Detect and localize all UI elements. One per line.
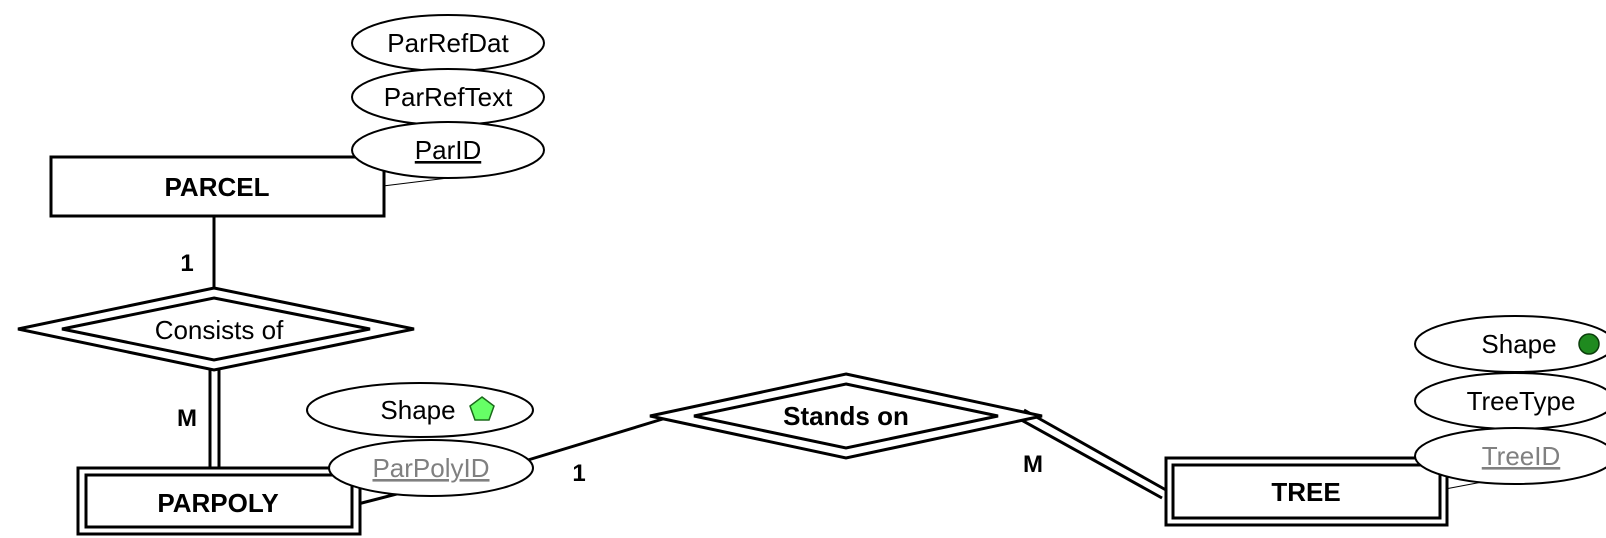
attribute-treetype-label: TreeType: [1467, 386, 1576, 416]
attribute-parpoly-shape[interactable]: Shape: [306, 382, 534, 438]
entity-tree-label: TREE: [1271, 477, 1340, 507]
relationship-stands-on-label: Stands on: [783, 401, 909, 431]
relationship-consists-of-label: Consists of: [155, 315, 284, 345]
line-parid-parcel: [382, 177, 449, 187]
attribute-treeid[interactable]: TreeID: [1414, 427, 1606, 485]
cardinality-parpoly-stands: 1: [572, 460, 585, 487]
circle-icon: [1578, 333, 1600, 355]
relationship-stands-on[interactable]: Stands on: [649, 372, 1043, 460]
line-parpoly-stands: [527, 416, 667, 462]
cardinality-parcel-consists: 1: [180, 250, 193, 277]
entity-parcel[interactable]: PARCEL: [49, 155, 386, 218]
attribute-tree-shape-label: Shape: [1481, 329, 1556, 359]
line-stands-tree-b: [1023, 408, 1167, 492]
attribute-treetype[interactable]: TreeType: [1414, 372, 1606, 430]
attribute-parrefdat[interactable]: ParRefDat: [351, 14, 545, 72]
attribute-parpolyid-label: ParPolyID: [372, 453, 489, 483]
connectors: [208, 177, 1515, 508]
attribute-parid[interactable]: ParID: [351, 121, 545, 179]
cardinality-parpoly-consists: M: [177, 405, 197, 432]
line-stands-tree-a: [1015, 415, 1163, 500]
attribute-parpolyid[interactable]: ParPolyID: [328, 439, 534, 497]
attribute-tree-shape[interactable]: Shape: [1414, 315, 1606, 373]
attribute-parpoly-shape-label: Shape: [380, 395, 455, 425]
entity-tree[interactable]: TREE: [1164, 456, 1449, 527]
attribute-parrefdat-label: ParRefDat: [387, 28, 509, 58]
entity-parcel-label: PARCEL: [165, 172, 270, 202]
attribute-parreftext-label: ParRefText: [384, 82, 513, 112]
entity-parpoly[interactable]: PARPOLY: [76, 466, 362, 536]
attribute-treeid-label: TreeID: [1482, 441, 1561, 471]
attribute-parid-label: ParID: [415, 135, 481, 165]
pentagon-icon: [469, 396, 495, 421]
entity-parpoly-label: PARPOLY: [157, 488, 278, 518]
relationship-consists-of[interactable]: Consists of: [17, 286, 415, 372]
attribute-parreftext[interactable]: ParRefText: [351, 68, 545, 126]
cardinality-tree-stands: M: [1023, 451, 1043, 478]
